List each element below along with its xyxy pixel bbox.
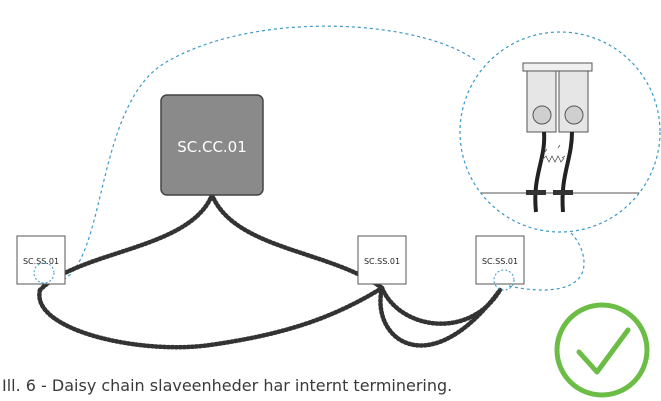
slave-unit-1: SC.SS.01 [16,235,66,285]
twisted-pair-cable-icon [37,192,503,350]
terminal-block-icon [522,62,593,133]
slave-unit-3: SC.SS.01 [475,235,525,291]
cable-controller-to-slave-1 [37,192,215,293]
resistor-symbol [541,144,566,163]
dashed-link-right [508,214,585,291]
cable-controller-to-slave-2 [209,192,385,291]
check-mark-icon [554,302,650,398]
controller-label: SC.CC.01 [177,138,247,156]
cable-slave-1-loop [37,285,385,350]
termination-wire-right [560,131,574,213]
slave-3-label: SC.SS.01 [482,257,518,266]
figure-caption: Ill. 6 - Daisy chain slaveenheder har in… [2,376,453,395]
slave-1-label: SC.SS.01 [23,257,59,266]
controller-sc-cc-01: SC.CC.01 [160,94,264,196]
slave-2-label: SC.SS.01 [364,257,400,266]
termination-detail-zoom [459,31,661,233]
slave-3-termination-highlight [493,269,515,291]
cable-slave-2-to-slave-3 [379,285,503,326]
slave-unit-2: SC.SS.01 [357,235,407,285]
dashed-link-left [51,25,476,284]
slave-1-termination-highlight [33,262,55,284]
cable-slave-2-to-slave-3-lower [378,285,503,348]
termination-wire-left [533,131,547,213]
